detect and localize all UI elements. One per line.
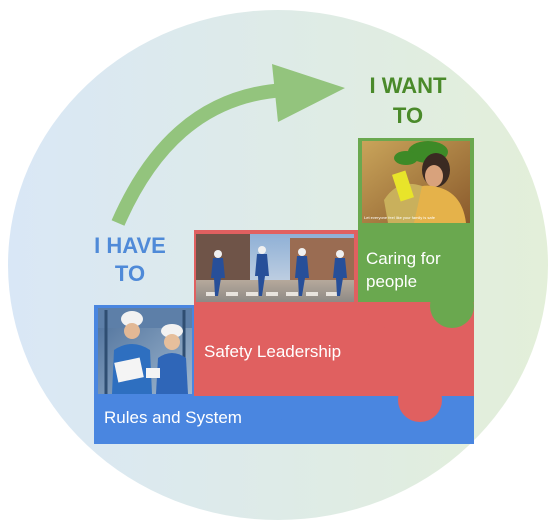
i-have-to-heading-line2: TO [114,261,146,286]
rules-and-system-label: Rules and System [104,408,242,427]
worker-hugging-photo [362,141,470,223]
photo-caption: Let everyone feel like your family is sa… [364,215,435,220]
caring-for-people-label-line2: people [366,272,418,291]
i-want-to-heading-line1: I WANT [369,73,447,98]
caring-for-people-label-line1: Caring for [366,249,441,268]
workers-with-clipboard-photo [98,308,192,394]
i-have-to-heading-line1: I HAVE [94,233,166,258]
i-want-to-heading-line2: TO [392,103,424,128]
safety-leadership-label: Safety Leadership [204,342,342,361]
workers-crossing-street-photo [196,234,354,302]
growth-arrow [111,64,345,226]
